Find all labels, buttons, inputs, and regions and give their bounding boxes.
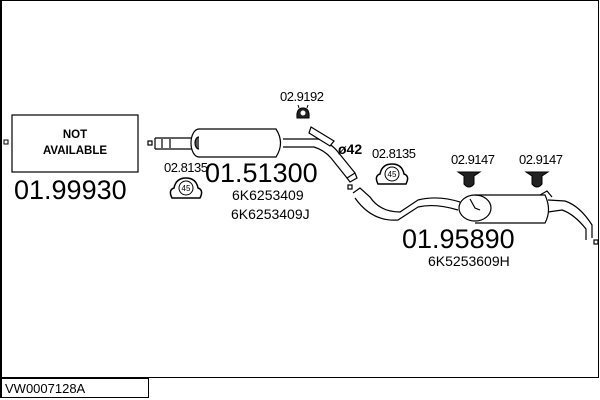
diagram-code: VW0007128A xyxy=(0,378,149,398)
diagram-frame xyxy=(0,0,599,378)
middle-oem-1: 6K6253409 xyxy=(232,187,304,203)
front-part-number: 01.99930 xyxy=(14,175,127,205)
hanger-icon xyxy=(524,171,550,188)
not-available-line1: NOT xyxy=(63,129,87,141)
connector-icon xyxy=(347,184,353,190)
clamp-left[interactable]: 02.8135 45 xyxy=(164,160,208,199)
middle-part-number: 01.51300 xyxy=(205,158,318,188)
front-part[interactable]: NOT AVAILABLE 01.99930 xyxy=(3,114,139,205)
diameter-label: ø42 xyxy=(338,141,362,157)
clamp-left-ref: 02.8135 xyxy=(164,160,208,175)
hanger-rear-1[interactable]: 02.9147 xyxy=(451,152,495,188)
hanger-rear-1-ref: 02.9147 xyxy=(451,152,495,167)
clamp-left-size: 45 xyxy=(182,184,191,193)
hanger-mid-ref: 02.9192 xyxy=(280,89,324,104)
hanger-rear-2-ref: 02.9147 xyxy=(519,152,563,167)
rear-part-number: 01.95890 xyxy=(402,224,515,254)
rear-oem-1: 6K5253609H xyxy=(428,253,510,269)
clamp-right-ref: 02.8135 xyxy=(372,146,416,161)
not-available-box xyxy=(11,114,139,173)
clamp-right[interactable]: 02.8135 45 xyxy=(372,146,416,185)
hanger-mid[interactable]: 02.9192 xyxy=(280,89,324,119)
connector-icon xyxy=(3,139,9,145)
not-available-line2: AVAILABLE xyxy=(43,145,107,157)
middle-part[interactable] xyxy=(147,126,358,183)
hanger-icon xyxy=(456,171,482,188)
connector-icon xyxy=(593,239,599,245)
clamp-right-size: 45 xyxy=(388,170,397,179)
rear-part[interactable] xyxy=(347,184,599,245)
middle-oem-2: 6K6253409J xyxy=(231,206,310,222)
connector-icon xyxy=(147,140,153,146)
hanger-rear-2[interactable]: 02.9147 xyxy=(519,152,563,188)
